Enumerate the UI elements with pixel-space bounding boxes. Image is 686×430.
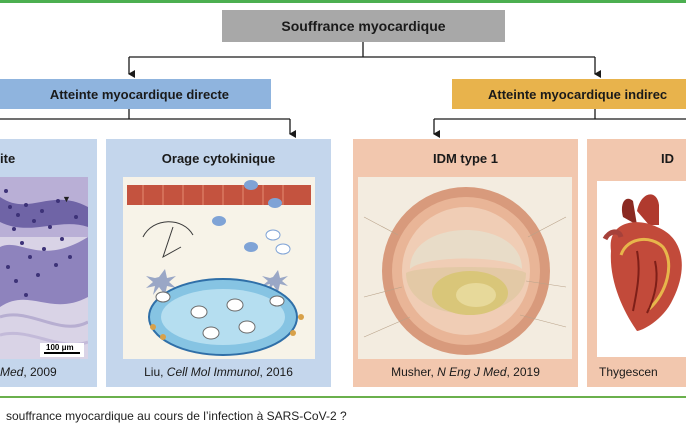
panel-citation: Liu, Cell Mol Immunol, 2016	[106, 365, 331, 379]
citation-author: Thygescen	[599, 365, 658, 379]
figure-caption: souffrance myocardique au cours de l’inf…	[6, 409, 347, 423]
panel-title: ite	[0, 151, 16, 166]
bottom-border-line	[0, 396, 686, 398]
cytokine-storm-illustration	[123, 177, 315, 359]
panel-citation: Med, 2009	[0, 365, 97, 379]
panel-title: IDM type 1	[432, 151, 498, 166]
citation-author: Musher,	[391, 365, 438, 379]
citation-journal: Med	[0, 365, 24, 379]
heart-illustration	[597, 181, 686, 357]
citation-author: Liu,	[144, 365, 167, 379]
panel-idm-type-1: IDM type 1 Musher, N Eng J Med, 2019	[353, 139, 578, 387]
panel-citation: Musher, N Eng J Med, 2019	[353, 365, 578, 379]
indirect-branch-node: Atteinte myocardique indirec	[452, 79, 686, 109]
scale-bar-label: 100 μm	[46, 343, 74, 352]
citation-year: , 2019	[506, 365, 540, 379]
panel-myocardite: ite ▼ 100 μm Med, 2009	[0, 139, 97, 387]
direct-branch-label: Atteinte myocardique directe	[49, 86, 229, 102]
citation-journal: Cell Mol Immunol	[166, 365, 260, 379]
panel-orage-cytokinique: Orage cytokinique	[106, 139, 331, 387]
panel-citation: Thygescen	[599, 365, 658, 379]
citation-year: , 2016	[259, 365, 293, 379]
coronary-artery-illustration	[358, 177, 572, 359]
root-label: Souffrance myocardique	[281, 18, 446, 34]
panel-title: ID	[661, 151, 674, 166]
svg-text:▼: ▼	[62, 194, 71, 204]
top-border-line	[0, 0, 686, 3]
histology-image: ▼ 100 μm	[0, 177, 88, 359]
indirect-branch-label: Atteinte myocardique indirec	[488, 86, 668, 102]
panel-idm-type-2: ID Thygescen	[587, 139, 686, 387]
panel-title: Orage cytokinique	[161, 151, 276, 166]
root-node: Souffrance myocardique	[222, 10, 505, 42]
citation-journal: N Eng J Med	[437, 365, 507, 379]
citation-year: , 2009	[23, 365, 57, 379]
direct-branch-node: Atteinte myocardique directe	[0, 79, 271, 109]
